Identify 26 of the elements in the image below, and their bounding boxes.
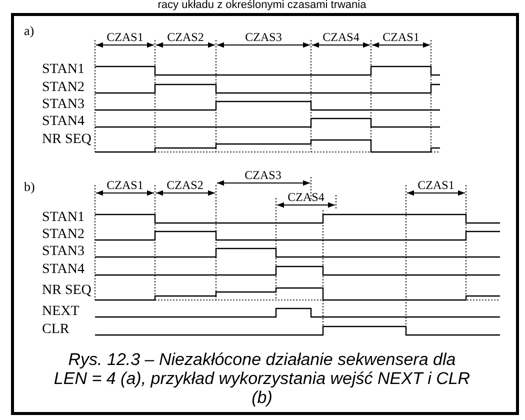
time-label: CZAS4 <box>288 191 324 203</box>
time-label: CZAS1 <box>418 179 454 191</box>
signal-name: STAN3 <box>42 98 84 112</box>
page-text: racy układu z określonymi czasami trwania <box>158 0 366 11</box>
time-label: CZAS1 <box>106 179 144 191</box>
signal-name: STAN2 <box>42 228 84 242</box>
panel-label: a) <box>24 24 34 37</box>
panel-label: b) <box>24 180 35 193</box>
signal-name: STAN4 <box>42 263 84 277</box>
signal-name: STAN2 <box>42 81 84 95</box>
time-label: CZAS2 <box>167 31 204 43</box>
figure-caption: Rys. 12.3 – Niezakłócone działanie sekwensera dla LEN = 4 (a), przykład wykorzystania wejść NEXT i CLR (b) <box>52 350 472 407</box>
time-label: CZAS3 <box>245 31 282 43</box>
time-label: CZAS4 <box>322 31 360 43</box>
time-label: CZAS1 <box>106 31 144 43</box>
signal-name: STAN1 <box>42 63 84 77</box>
signal-name: STAN1 <box>42 211 84 225</box>
signal-name: CLR <box>42 323 70 337</box>
signal-name: NR SEQ <box>42 284 92 298</box>
time-label: CZAS2 <box>166 179 204 191</box>
signal-name: STAN4 <box>42 115 84 129</box>
signal-name: STAN3 <box>42 245 84 259</box>
time-label: CZAS1 <box>382 31 420 43</box>
time-label: CZAS3 <box>244 169 282 181</box>
signal-name: NR SEQ <box>42 133 92 147</box>
signal-name: NEXT <box>42 305 80 319</box>
